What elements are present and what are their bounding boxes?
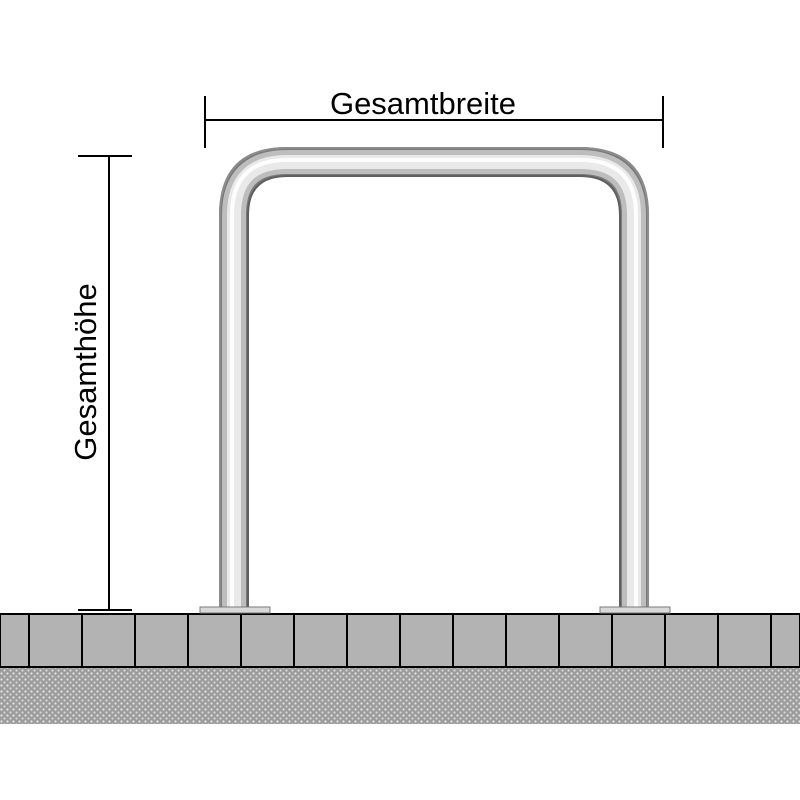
bike-stand-tube (219, 147, 649, 610)
height-dimension (78, 155, 132, 611)
width-dimension (204, 96, 664, 148)
left-base-plate (199, 606, 271, 614)
right-base-plate (599, 606, 671, 614)
ground-base (0, 667, 800, 724)
height-label: Gesamthöhe (68, 283, 103, 461)
paving-row (0, 613, 800, 668)
width-label: Gesamtbreite (330, 86, 516, 121)
